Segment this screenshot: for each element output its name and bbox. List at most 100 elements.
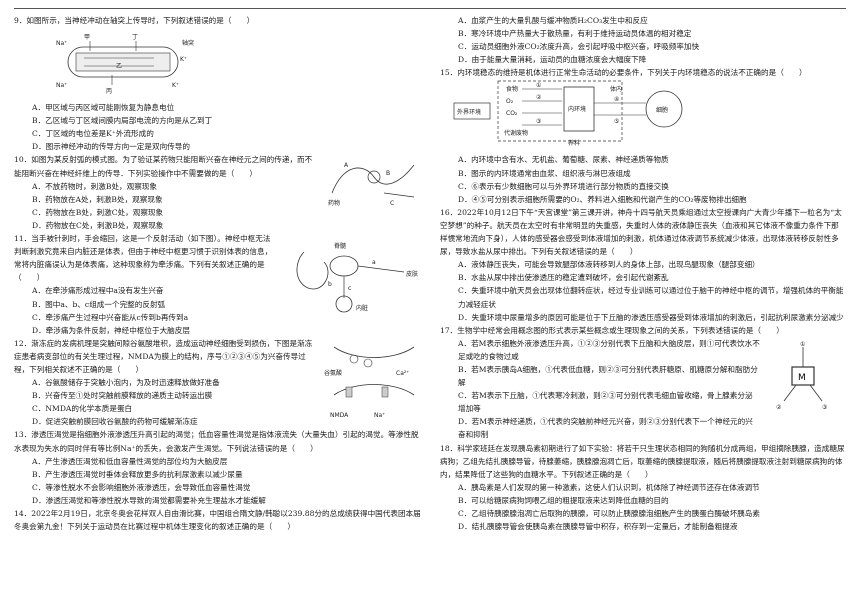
q18-option-d: D．结扎胰腺导管会使胰岛素在胰腺导管中积存，积存到一定量后，才能制备粗提液 [458,522,738,532]
label-n2: ② [776,404,782,411]
label-drug: 药物 [328,199,340,207]
synapse-diagram: 谷氨酸 NMDA Ca²⁺ Na⁺ [324,346,415,419]
referred-pain-diagram: 皮肤 脊髓 内脏 a b c [296,242,418,313]
label-na: Na⁺ [374,412,385,419]
label-n5: ⑤ [614,118,619,125]
q17-option-b: B．若M表示胰岛A细胞，①代表低血糖，则②③可分别代表肝糖原、肌糖原分解和脂肪分… [458,364,758,388]
q11-option-c: C．牵涉痛产生过程中兴奋能从c传到b再传到a [32,312,189,322]
axon-diagram: 甲 丙 乙 丁 轴突 Na⁺ Na⁺ K⁺ K⁺ [56,34,194,95]
label-external: 外界环境 [457,108,481,116]
label-jia: 甲 [84,34,90,41]
question-14: 14．2022年2月19日，北京冬奥会花样双人自由滑比赛，中国组合隋文静/韩聪以… [14,507,426,533]
label-nmda: NMDA [330,412,349,419]
label-n4: ④ [614,96,619,103]
label-ding: 丁 [132,34,138,41]
q13-option-b: B．产生渗透压渴觉时垂体会释放更多的抗利尿激素以减少尿量 [32,469,243,479]
q14-option-d: D．由于能量大量消耗，运动员的血糖浓度会大幅度下降 [458,55,647,65]
label-body: 体内 [610,85,622,93]
label-inner: 内环境 [568,105,586,113]
label-c: C [390,200,394,207]
q12-option-c: C．NMDA的化学本质是蛋白 [32,404,133,414]
label-bing: 丙 [106,88,112,95]
question-16: 16．2022年10月12日下午“天宫课堂”第三课开讲，神舟十四号航天员乘组通过… [440,206,846,324]
label-k2: K⁺ [180,56,187,63]
q18-option-b: B．可以给糖尿病狗饲喂乙组的粗提取液来达到降低血糖的目的 [458,495,669,505]
label-spine: 脊髓 [334,242,346,250]
label-nutrients: 养料 [568,139,580,147]
label-a: A [344,162,349,169]
q11-option-d: D．牵涉痛为条件反射，神经中枢位于大脑皮层 [32,325,190,335]
q10-option-c: C．药物放在B处，刺激C处，观察现象 [32,207,164,217]
q13-stem: 13．渗透压渴觉是指细胞外液渗透压升高引起的渴觉；低血容量性渴觉是指体液流失（大… [14,430,419,453]
label-na1: Na⁺ [56,40,67,47]
q12-option-a: A．谷氨酸储存于突触小泡内，为及时迅速释放做好准备 [32,378,220,388]
q17-option-d: D．若M表示神经递质，①代表的突触前神经元兴奋，则②③分别代表下一个神经元的兴奋… [458,417,753,440]
label-viscera: 内脏 [356,304,368,312]
label-glu: 谷氨酸 [324,369,342,377]
q10-option-d: D．药物放在C处，刺激B处，观察现象 [32,220,164,230]
q10-stem: 10．如图为某反射弧的模式图。为了验证某药物只能阻断兴奋在神经元之间的传递，而不… [14,155,313,178]
q13-option-a: A．产生渗透压渴觉和低血容量性渴觉的部位均为大脑皮层 [32,456,228,466]
q9-option-b: B．乙区域与丁区域间膜内局部电流的方向是从乙到丁 [32,116,213,126]
q17-option-a: A．若M表示细胞外液渗透压升高，①②③分别代表下丘脑和大脑皮层，则①可代表饮水不… [458,338,760,361]
q15-option-c: C．⑥表示有少数细胞可以与外界环境进行部分物质的直接交换 [458,181,669,191]
q10-option-b: B．药物放在A处，刺激B处，观察现象 [32,194,163,204]
q18-stem: 18．科学家班廷在发现胰岛素初期进行了如下实验：将若干只生理状态相同的狗随机分成… [440,443,845,479]
q14-option-b: B．寒冷环境中产热量大于散热量，有利于维持运动员体温的相对稳定 [458,29,692,39]
q9-option-c: C．丁区域的电位差是K⁺外流形成的 [32,129,154,139]
q11-stem: 11．当手被针刺时，手会缩回，这是一个反射活动（如下图）。神经中枢无法判断刺激究… [14,234,273,283]
q9-stem: 9．如图所示，当神经冲动在轴突上传导时，下列叙述错误的是（ ） [14,16,255,25]
q15-option-b: B．图示的内环境通常由血浆、组织液与淋巴液组成 [458,168,631,178]
q12-option-d: D．促进突触前膜回收谷氨酸的药物可缓解渐冻症 [32,417,198,427]
label-c: c [348,285,351,292]
reflex-arc-diagram: A B C 药物 [328,162,415,207]
left-column: 9．如图所示，当神经冲动在轴突上传导时，下列叙述错误的是（ ） 甲 丙 乙 丁 … [14,14,426,533]
label-b: b [328,281,332,288]
label-axon: 轴突 [182,39,194,47]
label-o2: O₂ [506,98,514,105]
q15-figure: 外界环境 体内 食物 O₂ CO₂ 代谢废物 ① ② ③ 内环境 ④ ⑤ 细胞 … [440,79,846,153]
q11-option-a: A．在牵涉痛形成过程中a没有发生兴奋 [32,286,164,296]
label-waste: 代谢废物 [504,129,528,137]
internal-environment-diagram: 外界环境 体内 食物 O₂ CO₂ 代谢废物 ① ② ③ 内环境 ④ ⑤ 细胞 … [453,81,683,147]
q15-option-d: D．④⑤可分别表示细胞所需要的O₂、养料进入细胞和代谢产生的CO₂等废物排出细胞 [458,194,747,204]
question-11: 11．当手被针刺时，手会缩回，这是一个反射活动（如下图）。神经中枢无法判断刺激究… [14,232,426,337]
q11-option-b: B．图中a、b、c组成一个完整的反射弧 [32,299,166,309]
q12-stem: 12．渐冻症的发病机理是突触间隙谷氨酸堆积，造成运动神经细胞受到损伤，下图是渐冻… [14,338,313,374]
q17-option-c: C．若M表示下丘脑，①代表寒冷刺激，则②③可分别代表毛细血管收缩，骨上腺素分泌增… [458,391,753,414]
q10-option-a: A．不放药物时，刺激B处，观察现象 [32,181,157,191]
concept-map: M ① ② ③ [776,341,827,411]
q13-option-d: D．渗透压渴觉和等渗性脱水导致的渴觉都需要补充生理盐水才能缓解 [32,495,266,505]
label-a: a [372,259,376,266]
q9-option-d: D．图示神经冲动的传导方向一定是双向传导的 [32,142,190,152]
label-cell: 细胞 [656,106,668,114]
label-ca: Ca²⁺ [396,370,409,377]
q17-stem: 17．生物学中经常会用概念图的形式表示某些概念或生理现象之间的关系，下列表述错误… [440,325,784,335]
q16-option-a: A．液体静压丧失，可能会导致腿部体液转移到人的身体上部，出现鸟腿现象（腿部变细） [458,260,760,270]
q16-option-c: C．失重环境中航天员会出现体位翻转症状，经过专业训练可以通过位于脑干的神经中枢的… [458,286,844,309]
q12-option-b: B．兴奋传至①处时突触前膜释放的递质主动转运出膜 [32,391,213,401]
q9-option-a: A．甲区域与丙区域可能刚恢复为静息电位 [32,103,175,113]
label-yi: 乙 [116,63,122,70]
label-k1: K⁺ [172,82,179,89]
question-14-options: A．血浆产生的大量乳酸与缓冲物质H₂CO₃发生中和反应 B．寒冷环境中产热量大于… [440,14,846,66]
question-18: 18．科学家班廷在发现胰岛素初期进行了如下实验：将若干只生理状态相同的狗随机分成… [440,442,846,534]
q16-option-b: B．水盐从尿中排出使渗透压的稳定遭到破坏，会引起代谢紊乱 [458,273,669,283]
question-9: 9．如图所示，当神经冲动在轴突上传导时，下列叙述错误的是（ ） 甲 丙 乙 丁 … [14,14,426,153]
label-co2: CO₂ [506,110,518,117]
q14-stem: 14．2022年2月19日，北京冬奥会花样双人自由滑比赛，中国组合隋文静/韩聪以… [14,509,421,532]
question-15: 15．内环境稳态的维持是机体进行正常生命活动的必要条件，下列关于内环境稳态的说法… [440,66,846,205]
question-10: 10．如图为某反射弧的模式图。为了验证某药物只能阻断兴奋在神经元之间的传递，而不… [14,153,426,232]
q16-option-d: D．失重环境中尿量增多的原因可能是位于下丘脑的渗透压感受器受到体液增加的刺激后，… [458,312,844,322]
label-food: 食物 [506,85,518,93]
label-b: B [386,170,390,177]
label-n3: ③ [822,404,827,411]
label-skin: 皮肤 [406,270,418,278]
q18-option-a: A．胰岛素是人们发现的第一种激素，这使人们认识到，机体除了神经调节还存在体液调节 [458,482,760,492]
q15-stem: 15．内环境稳态的维持是机体进行正常生命活动的必要条件，下列关于内环境稳态的说法… [440,68,807,78]
q16-stem: 16．2022年10月12日下午“天宫课堂”第三课开讲，神舟十四号航天员乘组通过… [440,207,842,257]
top-rule [14,8,846,9]
q14-option-a: A．血浆产生的大量乳酸与缓冲物质H₂CO₃发生中和反应 [458,16,648,25]
q9-figure: 甲 丙 乙 丁 轴突 Na⁺ Na⁺ K⁺ K⁺ [14,27,426,101]
q13-option-c: C．等渗性脱水不会影响细胞外液渗透压，会导致低血容量性渴觉 [32,482,251,492]
